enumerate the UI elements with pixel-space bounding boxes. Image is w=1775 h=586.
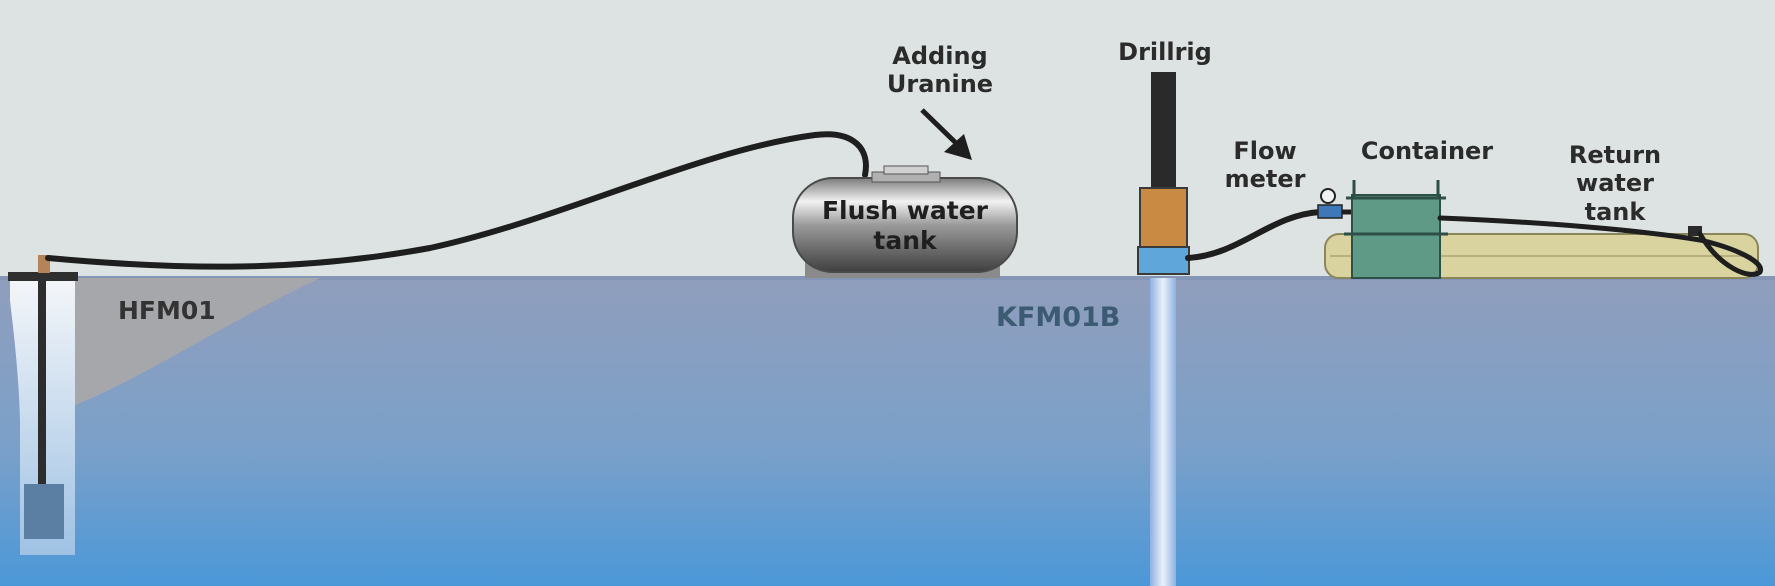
container-body [1351,194,1441,279]
drillrig-mast [1151,72,1176,190]
flush-water-tank-label: Flush water tank [800,196,1010,255]
return-water-tank-line-2: water [1576,169,1654,198]
flow-meter-line-2: meter [1224,165,1306,194]
return-water-tank-line-3: tank [1584,197,1646,226]
return-water-tank-label: Return water tank [1550,141,1680,226]
flush-tank-hatch-lid [883,165,929,175]
supply-hose [45,131,869,270]
ground [0,278,1775,586]
hfm01-cap [8,272,78,281]
drillrig-label: Drillrig [1118,38,1212,66]
uranine-arrow-head [944,134,972,160]
kfm01b-label: KFM01B [996,302,1121,333]
flow-meter-body [1317,204,1343,219]
adding-uranine-line-2: Uranine [886,70,994,99]
flow-meter-line-1: Flow [1233,137,1297,165]
drillrig-collar [1137,246,1190,275]
kfm01b-borehole [1150,278,1176,586]
drillrig-casing [1139,187,1188,251]
hfm01-pump [24,484,64,539]
return-hose [1185,209,1323,261]
flow-meter-gauge [1320,188,1336,204]
overflow-hose [1437,215,1763,277]
hfm01-rod [38,280,46,485]
hfm01-depression-cone [60,278,320,405]
flush-water-tank-line-2: tank [873,225,937,255]
hfm01-label: HFM01 [118,296,216,325]
adding-uranine-line-1: Adding [892,42,988,70]
uranine-arrow-shaft [920,108,960,147]
flow-meter-label: Flow meter [1210,137,1320,194]
return-tank-inlet [1688,226,1702,236]
flush-water-tank-line-1: Flush water [821,196,989,225]
return-water-tank-line-1: Return [1568,141,1662,169]
adding-uranine-label: Adding Uranine [870,42,1010,99]
container-label: Container [1360,137,1494,165]
